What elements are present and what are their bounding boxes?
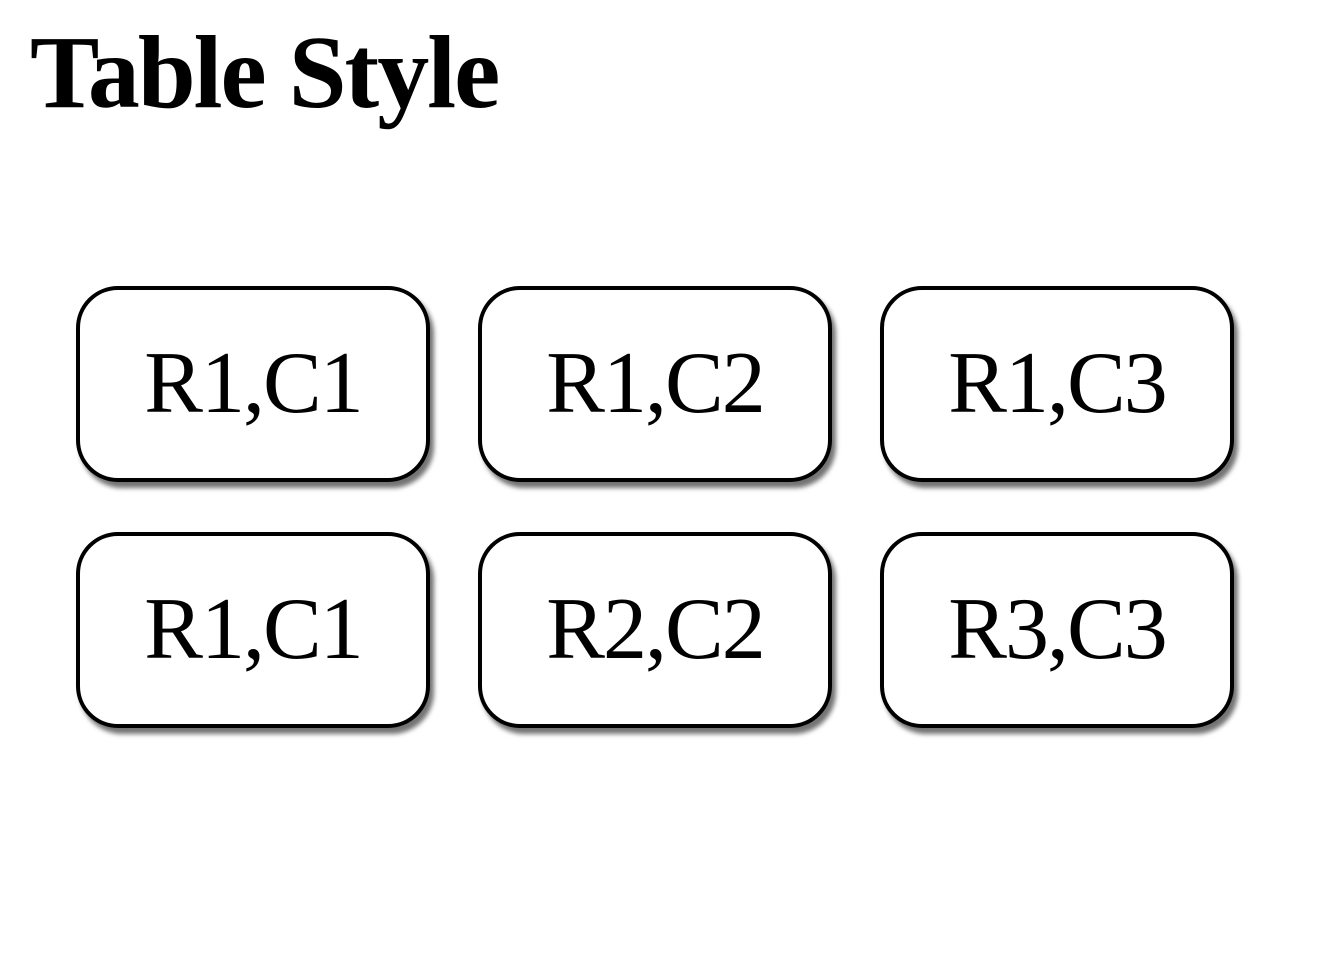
table-cell[interactable]: R1,C3 xyxy=(880,286,1234,482)
table-cell[interactable]: R2,C2 xyxy=(478,532,832,728)
cell-label: R1,C1 xyxy=(144,335,363,432)
table-cell[interactable]: R3,C3 xyxy=(880,532,1234,728)
table-cell[interactable]: R1,C1 xyxy=(76,286,430,482)
table-cell[interactable]: R1,C2 xyxy=(478,286,832,482)
cell-label: R1,C2 xyxy=(546,335,765,432)
cell-label: R1,C1 xyxy=(144,581,363,678)
cell-label: R1,C3 xyxy=(948,335,1167,432)
cell-label: R2,C2 xyxy=(546,581,765,678)
page-title: Table Style xyxy=(30,15,500,130)
cell-label: R3,C3 xyxy=(948,581,1167,678)
table-grid: R1,C1 R1,C2 R1,C3 R1,C1 R2,C2 R3,C3 xyxy=(76,286,1234,728)
table-cell[interactable]: R1,C1 xyxy=(76,532,430,728)
